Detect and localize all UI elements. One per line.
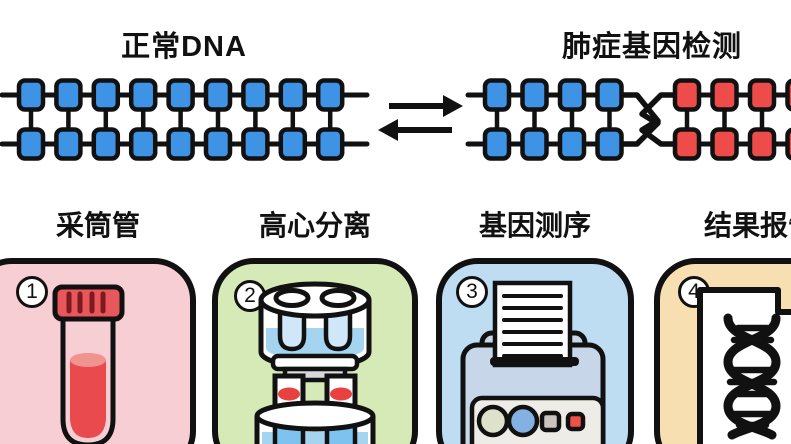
dna-helix-rungs <box>726 324 778 429</box>
normal-dna-title: 正常DNA <box>121 31 247 63</box>
dial-button-blue <box>506 404 540 438</box>
strand-crossover-icon <box>619 92 678 147</box>
step-label-tube: 采筒管 <box>55 210 140 241</box>
step-label-centrifuge: 高心分离 <box>258 210 371 241</box>
mutant-dna-base-pairs <box>482 78 791 161</box>
blood-surface <box>70 353 106 367</box>
sequencer-printer-icon <box>460 280 606 444</box>
tube-cap <box>52 284 125 322</box>
bottom-drum-rim <box>254 400 376 432</box>
printout-text-lines <box>502 294 563 358</box>
dna-ladder-diagram <box>0 78 791 161</box>
blood-collection-tube-icon <box>52 284 125 444</box>
step-label-report: 结果报告 <box>703 210 791 241</box>
centrifuge-icon <box>254 281 376 444</box>
square-button-red <box>565 411 586 432</box>
plasma-layer-left <box>278 387 300 401</box>
step-number-badge: 1 <box>16 276 48 308</box>
dna-report-icon <box>697 287 791 444</box>
step-panel-sequencing: 3 <box>436 258 634 444</box>
dial-button-green <box>476 404 510 438</box>
cap-ridges <box>66 291 106 314</box>
step-panel-report: 4 <box>654 258 791 444</box>
paper-slot <box>490 357 579 366</box>
step-panel-centrifuge: 2 <box>212 258 418 444</box>
blood-fill-top <box>70 360 106 438</box>
step-label-sequencing: 基因测序 <box>478 210 591 241</box>
normal-dna-base-pairs <box>16 78 345 161</box>
gene-test-title: 肺症基因检测 <box>561 31 742 63</box>
drum-hole-left <box>273 288 311 308</box>
step-number-badge: 3 <box>456 276 488 308</box>
tube-body <box>60 315 116 444</box>
equilibrium-arrows-icon <box>378 95 463 141</box>
square-button-gray <box>539 410 562 433</box>
plasma-layer-right <box>330 387 352 401</box>
mutant-dna-backbone <box>465 92 791 147</box>
drum-hole-right <box>319 288 357 308</box>
step-panel-tube: 1 <box>0 258 196 444</box>
